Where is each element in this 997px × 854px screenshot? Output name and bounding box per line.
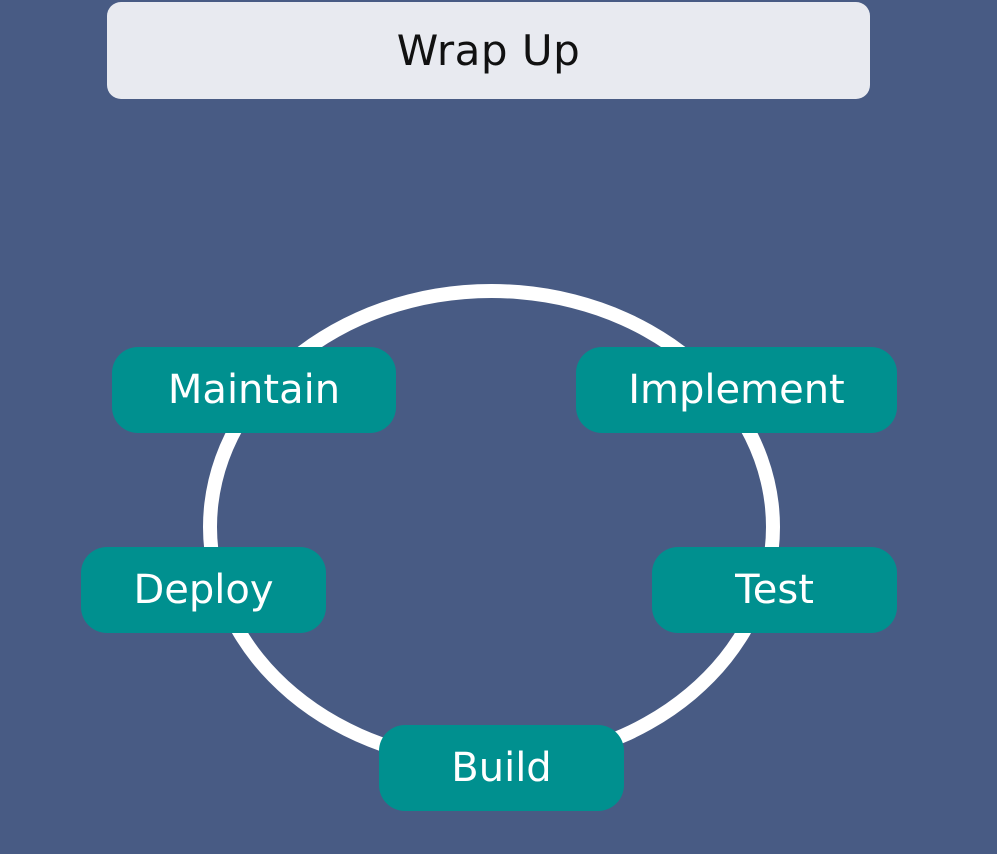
stage-label: Build [451, 745, 552, 791]
stage-implement: Implement [576, 347, 897, 433]
stage-build: Build [379, 725, 624, 811]
stage-test: Test [652, 547, 897, 633]
stage-label: Implement [628, 367, 845, 413]
stage-deploy: Deploy [81, 547, 326, 633]
page-title: Wrap Up [396, 26, 581, 75]
stage-maintain: Maintain [112, 347, 396, 433]
stage-label: Maintain [167, 367, 341, 413]
stage-label: Deploy [133, 567, 274, 613]
title-banner: Wrap Up [107, 2, 870, 99]
stage-label: Test [735, 567, 814, 613]
